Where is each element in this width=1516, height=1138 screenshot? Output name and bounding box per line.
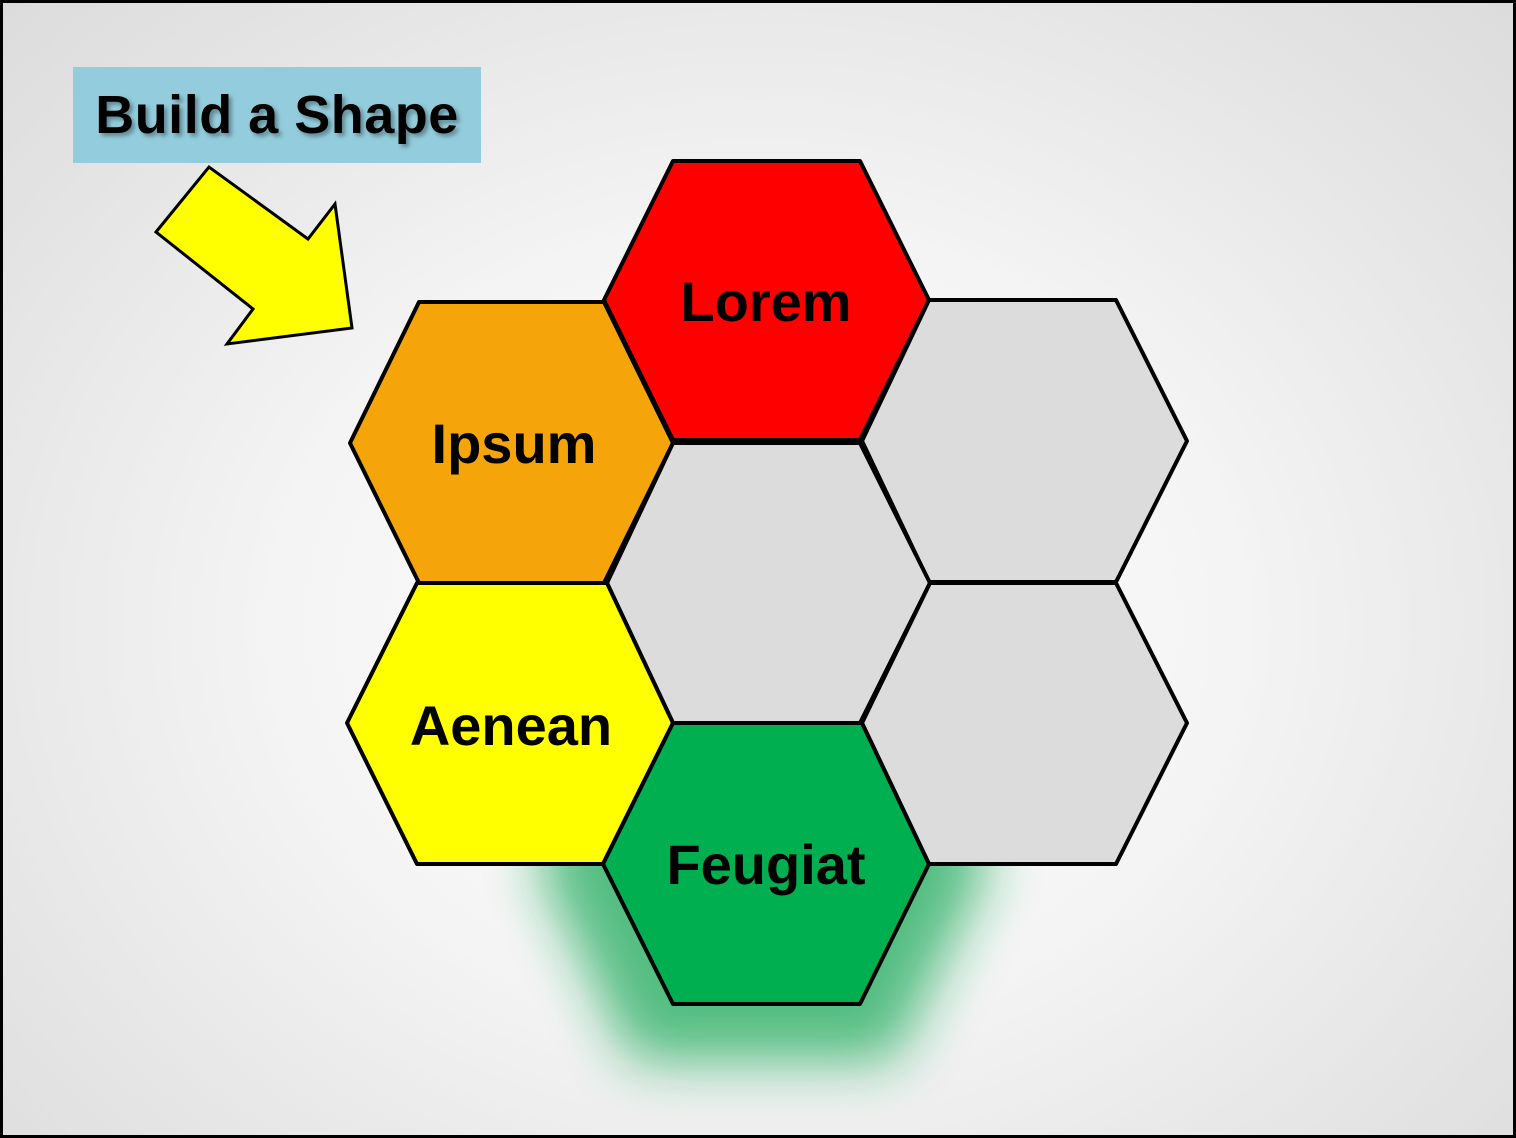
yellow-arrow-icon — [153, 164, 354, 346]
hex-aenean: Aenean — [345, 581, 675, 866]
hexagon — [601, 721, 931, 1006]
hex-label: Lorem — [680, 270, 851, 333]
hex-ipsum: Ipsum — [348, 300, 675, 585]
hex-label: Aenean — [410, 694, 612, 757]
hexagon — [860, 298, 1189, 584]
hex-upper-right — [860, 298, 1189, 584]
hex-feugiat: Feugiat — [601, 721, 931, 1006]
hex-label: Feugiat — [666, 833, 865, 896]
title-box: Build a Shape — [73, 67, 481, 163]
hexagon-diagram: Lorem Ipsum Aenean Feugiat — [153, 159, 1189, 1061]
hex-label: Ipsum — [432, 412, 597, 475]
title-text: Build a Shape — [95, 85, 459, 145]
